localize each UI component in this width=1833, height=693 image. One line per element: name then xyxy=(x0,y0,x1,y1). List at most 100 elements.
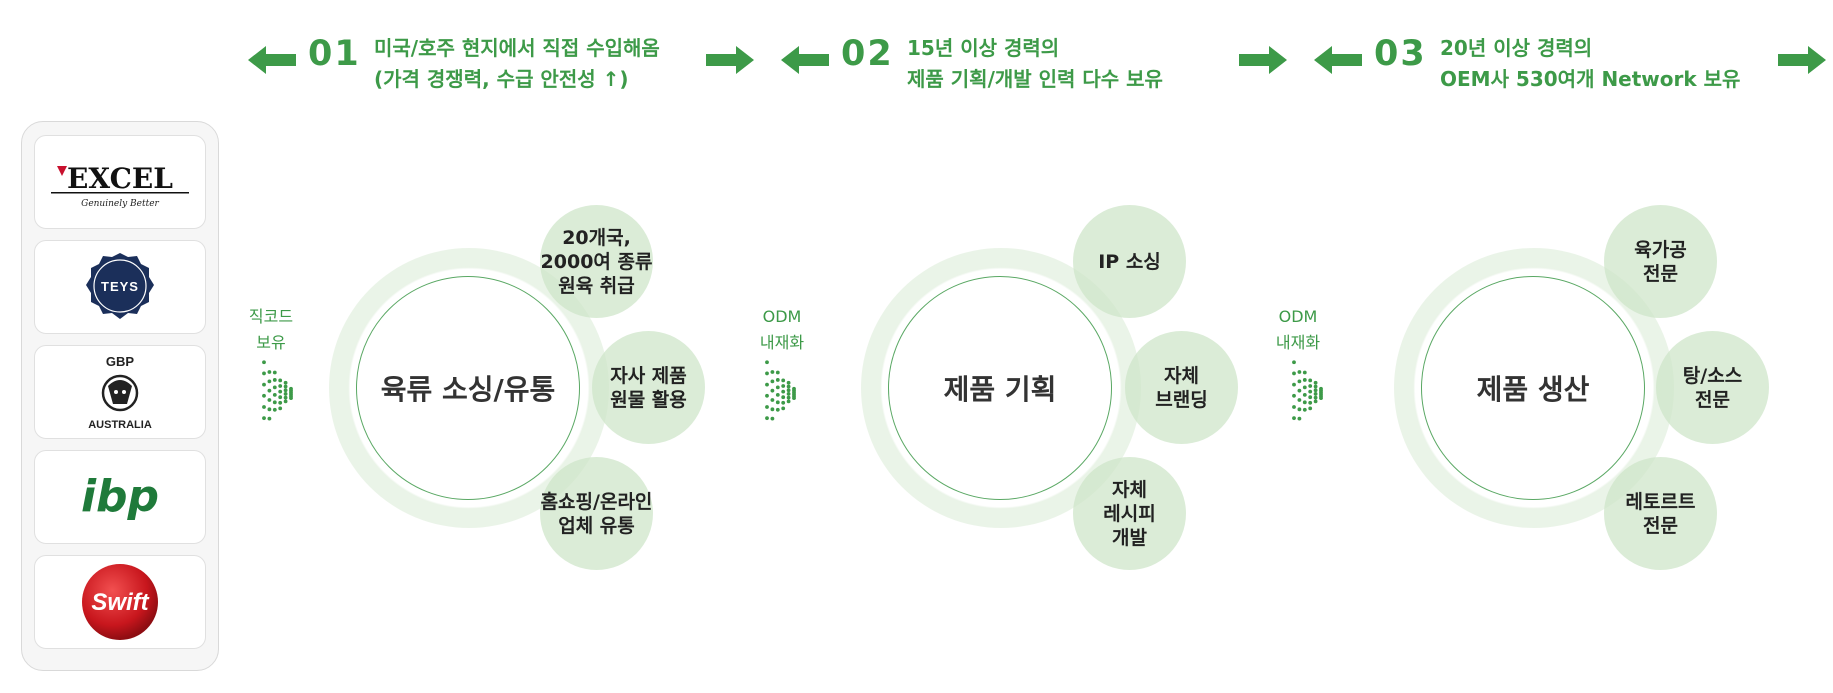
chevron-dot xyxy=(1302,407,1307,412)
cluster-3-satellite-1: 육가공 전문 xyxy=(1604,205,1717,318)
chevron-dot xyxy=(272,407,277,412)
chevron-dot xyxy=(781,395,786,400)
chevron-dot xyxy=(267,407,272,412)
dotted-chevron-icon xyxy=(765,360,796,421)
connector-1-line-2: 보유 xyxy=(256,333,286,352)
chevron-dot xyxy=(278,406,283,411)
supplier-logo-panel: EXCEL Genuinely Better TEYS GBP AUSTRALI… xyxy=(21,121,219,671)
chevron-dot xyxy=(1297,398,1302,402)
connector-2-line-2: 내재화 xyxy=(759,333,805,352)
cluster-2-satellite-1-text: IP 소싱 xyxy=(1098,250,1161,273)
chevron-dot xyxy=(272,370,277,375)
chevron-dot xyxy=(262,405,266,409)
chevron-dot xyxy=(1302,385,1307,390)
chevron-dot xyxy=(1319,396,1323,401)
cluster-2-satellite-3-text: 자체 레시피 개발 xyxy=(1103,478,1156,549)
arrow-left-icon xyxy=(248,46,296,74)
cluster-2-title: 제품 기획 xyxy=(943,373,1057,406)
gbp-australia-logo: GBP AUSTRALIA xyxy=(88,354,152,431)
cluster-3-satellite-2: 탕/소스 전문 xyxy=(1656,331,1769,444)
chevron-dot xyxy=(775,370,780,375)
ibp-logo-name: ibp xyxy=(81,471,159,522)
stage-3-line-2: OEM사 530여개 Network 보유 xyxy=(1440,67,1741,91)
chevron-dot xyxy=(267,388,272,393)
chevron-dot xyxy=(786,395,791,400)
chevron-dot xyxy=(1313,380,1318,385)
cluster-1-satellite-1-text: 20개국, 2000여 종류 원육 취급 xyxy=(540,226,653,297)
chevron-dot xyxy=(786,392,791,396)
chevron-dot xyxy=(770,407,775,412)
chevron-dot xyxy=(1308,406,1313,411)
connector-3-line-1: ODM xyxy=(1278,307,1318,326)
chevron-dot xyxy=(278,384,283,388)
chevron-dot xyxy=(1308,389,1313,394)
chevron-dot xyxy=(792,396,796,401)
chevron-dot xyxy=(1292,371,1296,376)
chevron-dot xyxy=(272,400,277,405)
stage-2-line-1: 15년 이상 경력의 xyxy=(907,36,1060,60)
stage-1-line-2: (가격 경쟁력, 수급 안전성 ↑) xyxy=(374,67,629,91)
stage-number-3: 03 xyxy=(1374,34,1427,74)
chevron-dot xyxy=(278,378,283,383)
chevron-dot xyxy=(267,398,272,402)
chevron-dot xyxy=(781,378,786,383)
chevron-dot xyxy=(283,399,288,404)
chevron-dot xyxy=(775,378,780,382)
connector-label-2: ODM 내재화 xyxy=(752,304,812,356)
chevron-dot xyxy=(1308,395,1313,400)
logo-card-gbp: GBP AUSTRALIA xyxy=(34,345,206,439)
chevron-dot xyxy=(786,380,791,385)
cluster-3-satellite-3-text: 레토르트 전문 xyxy=(1625,490,1696,537)
chevron-dot xyxy=(1292,382,1296,387)
chevron-dot xyxy=(283,395,288,400)
excel-logo: EXCEL Genuinely Better xyxy=(51,162,189,209)
chevron-dot xyxy=(278,395,283,400)
teys-logo: TEYS xyxy=(86,253,154,319)
cluster-2-main-circle: 제품 기획 xyxy=(888,276,1112,500)
cluster-1-satellite-2: 자사 제품 원물 활용 xyxy=(592,331,705,444)
chevron-dot xyxy=(283,388,288,393)
chevron-dot xyxy=(1292,416,1296,421)
arrow-right-icon xyxy=(1778,46,1826,74)
chevron-dot xyxy=(278,400,283,405)
chevron-dot xyxy=(770,388,775,393)
stage-1-line-1: 미국/호주 현지에서 직접 수입해옴 xyxy=(374,36,660,60)
chevron-dot xyxy=(267,416,272,421)
chevron-dot xyxy=(283,384,288,389)
chevron-dot xyxy=(770,398,775,402)
chevron-dot xyxy=(1313,399,1318,404)
chevron-dot xyxy=(770,416,775,421)
cluster-1-main-circle: 육류 소싱/유통 xyxy=(356,276,580,500)
chevron-dot xyxy=(775,407,780,412)
cluster-2-satellite-3: 자체 레시피 개발 xyxy=(1073,457,1186,570)
stage-number-1: 01 xyxy=(308,34,361,74)
connector-2-line-1: ODM xyxy=(762,307,802,326)
cluster-3-title: 제품 생산 xyxy=(1476,373,1590,406)
cluster-1-satellite-1: 20개국, 2000여 종류 원육 취급 xyxy=(540,205,653,318)
cluster-3-satellite-2-text: 탕/소스 전문 xyxy=(1682,364,1743,411)
cluster-2-satellite-2-text: 자체 브랜딩 xyxy=(1155,364,1208,411)
chevron-dot xyxy=(283,380,288,385)
chevron-dot xyxy=(775,385,780,390)
chevron-dot xyxy=(1302,370,1307,375)
arrow-left-icon xyxy=(1314,46,1362,74)
chevron-dot xyxy=(765,393,769,398)
chevron-dot xyxy=(1292,393,1296,398)
cluster-3-satellite-3: 레토르트 전문 xyxy=(1604,457,1717,570)
logo-card-ibp: ibp xyxy=(34,450,206,544)
cluster-2-satellite-1: IP 소싱 xyxy=(1073,205,1186,318)
connector-3-line-2: 내재화 xyxy=(1275,333,1321,352)
stage-text-1: 미국/호주 현지에서 직접 수입해옴 (가격 경쟁력, 수급 안전성 ↑) xyxy=(374,33,660,95)
chevron-dot xyxy=(262,416,266,421)
teys-logo-name: TEYS xyxy=(101,279,139,294)
chevron-dot xyxy=(262,371,266,376)
arrow-right-icon xyxy=(1239,46,1287,74)
chevron-dot xyxy=(1308,384,1313,388)
chevron-dot xyxy=(765,416,769,421)
chevron-dot xyxy=(765,371,769,376)
arrow-right-icon xyxy=(706,46,754,74)
cluster-3-satellite-1-text: 육가공 전문 xyxy=(1634,238,1687,285)
chevron-dot xyxy=(1302,378,1307,382)
cluster-3-main-circle: 제품 생산 xyxy=(1421,276,1645,500)
chevron-dot xyxy=(1302,400,1307,405)
